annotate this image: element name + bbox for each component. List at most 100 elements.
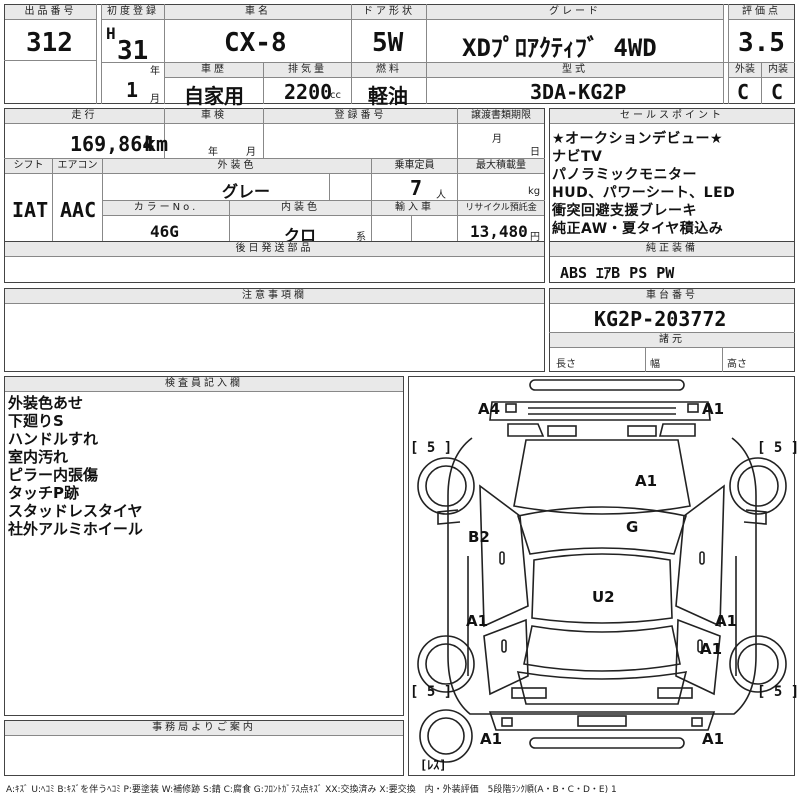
inspector-note: ハンドルすれ [8,430,99,448]
displacement-label: 排気量 [264,63,351,78]
caution-label: 注意事項欄 [5,289,544,304]
mark-front-left: A4 [478,400,501,418]
max-load-label: 最大積載量 [458,159,544,174]
inspection-month-unit: 月 [246,147,256,158]
chassis-value: KG2P-203772 [594,307,727,331]
model-value: 3DA-KG2P [530,80,627,104]
inspector-block [4,376,404,716]
inspector-note: ピラー内張傷 [8,466,99,484]
inspection-year-unit: 年 [208,147,218,158]
capacity-label: 乗車定員 [372,159,457,174]
recycle-value: 13,480 [470,222,528,241]
mark-front-right: A1 [702,400,725,418]
score-label: 評価点 [729,5,794,20]
history-label: 車歴 [165,63,263,78]
displacement-unit: cc [330,90,341,101]
fuel-value: 軽油 [368,84,408,108]
year-value: 31 [117,36,149,66]
specs-label: 諸元 [550,333,794,348]
damage-legend: A:ｷｽﾞ U:ﾍｺﾐ B:ｷｽﾞを伴うﾍｺﾐ P:要塗装 W:補修跡 S:錆 … [6,785,617,795]
recycle-unit: 円 [530,232,540,243]
inspector-note: 外装色あせ [8,394,84,412]
later-parts-label: 後日発送部品 [5,242,544,257]
tire-rear-right: [ 5 ] [757,684,800,700]
sales-point-line: ナビTV [552,149,603,165]
capacity-value: 7 [410,176,423,200]
car-name-label: 車名 [165,5,351,20]
month-value: 1 [126,78,139,102]
mark-roof: U2 [592,588,615,606]
inspector-note: タッチP跡 [8,484,79,502]
recycle-label: リサイクル預託金 [458,201,544,216]
mark-right-rear-door: A1 [715,612,738,630]
color-label: 外装色 [103,159,371,174]
equipment-label: 純正装備 [550,242,794,257]
sales-point-line: 衝突回避支援ブレーキ [552,203,697,219]
era-value: H [106,24,116,43]
transfer-day-unit: 日 [530,147,540,158]
mark-windshield: G [626,518,639,536]
ac-value: AAC [60,198,97,222]
color-value: グレー [222,182,271,201]
color-no-value: 46G [150,222,179,241]
inspector-note: 室内汚れ [8,448,69,466]
sales-point-line: 純正AW・夏タイヤ積込み [552,221,724,237]
shift-label: シフト [5,159,52,174]
mileage-label: 走行 [5,109,164,124]
color-no-label: カラーNo. [103,201,229,216]
sales-point-line: パノラミックモニター [552,167,697,183]
first-reg-label: 初度登録 [102,5,164,20]
sales-points-label: セールスポイント [550,109,794,124]
mark-left-rear-door: A1 [466,612,489,630]
tire-front-left: [ 5 ] [410,440,453,456]
lot-no-label: 出品番号 [5,5,96,20]
capacity-unit: 人 [436,190,446,201]
tire-front-right: [ 5 ] [757,440,800,456]
interior-score-label: 内装 [762,63,794,78]
inspector-note: スタッドレスタイヤ [8,502,143,520]
grade-label: グレード [427,5,723,20]
inspector-note: 下廻りS [8,412,64,430]
mark-rear-right: A1 [702,730,725,748]
spare-tire: [ﾚｽ] [420,758,447,772]
displacement-value: 2200 [284,80,333,104]
grade-value: XDﾌﾟﾛｱｸﾃｨﾌﾞ 4WD [462,34,657,62]
history-value: 自家用 [184,84,244,108]
door-label: ドア形状 [352,5,426,20]
car-name-value: CX-8 [224,28,287,58]
sales-point-line: ★オークションデビュー★ [552,131,724,147]
interior-color-value: クロ [284,226,317,245]
exterior-score-value: C [737,80,750,104]
length-label: 長さ [556,359,576,370]
mark-left-front-door: B2 [468,528,490,546]
interior-score-value: C [771,80,784,104]
sales-point-line: HUD、パワーシート、LED [552,185,736,201]
score-value: 3.5 [738,28,785,58]
height-label: 高さ [727,359,747,370]
transfer-month-unit: 月 [492,134,502,145]
width-label: 幅 [650,359,660,370]
mark-rear-left: A1 [480,730,503,748]
year-unit: 年 [150,66,160,77]
mark-right-rear-fender: A1 [700,640,723,658]
import-label: 輸入車 [372,201,457,216]
top-info-block [4,4,795,104]
lot-no-value: 312 [26,28,73,58]
model-label: 型式 [427,63,723,78]
tire-rear-left: [ 5 ] [410,684,453,700]
registration-label: 登録番号 [264,109,457,124]
interior-color-unit: 系 [356,232,366,243]
inspection-label: 車検 [165,109,263,124]
mileage-unit: km [144,132,169,156]
interior-color-label: 内装色 [230,201,371,216]
sales-points-block [549,108,795,242]
office-label: 事務局よりご案内 [5,721,403,736]
car-diagram [417,379,787,763]
inspector-note: 社外アルミホイール [8,520,143,538]
mileage-value: 169,864 [70,132,155,156]
month-unit: 月 [150,94,160,105]
equipment-value: ABS ｴｱB PS PW [560,264,675,282]
chassis-label: 車台番号 [550,289,794,304]
transfer-label: 譲渡書類期限 [458,109,544,124]
fuel-label: 燃料 [352,63,426,78]
